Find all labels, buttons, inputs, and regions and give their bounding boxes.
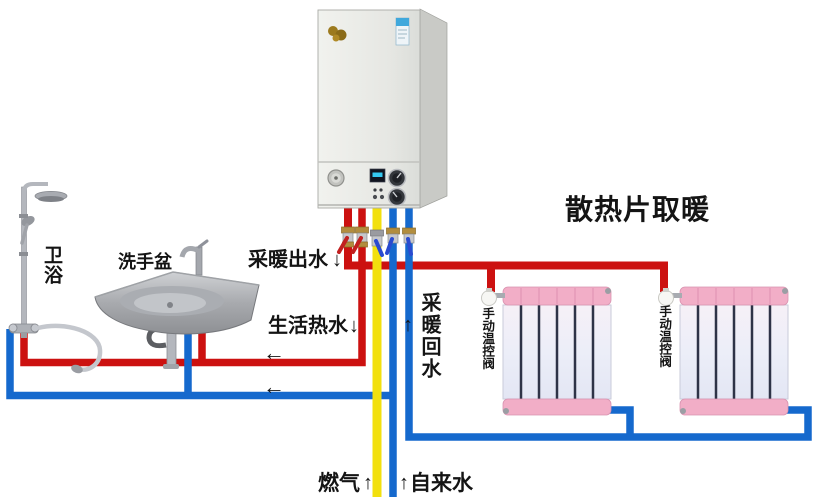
up-arrow-icon: ↑ — [363, 472, 373, 494]
boiler-valve-hot-water[interactable] — [351, 226, 369, 254]
page-title: 散热片取暖 — [565, 194, 711, 225]
label-tap-water: 自来水 — [410, 472, 473, 495]
shower-fixture — [8, 182, 103, 374]
label-basin: 洗手盆 — [118, 252, 172, 272]
radiator-2-thermostat-valve[interactable] — [658, 288, 683, 306]
down-arrow-icon: ↓ — [332, 249, 342, 271]
boiler-control-panel — [327, 168, 407, 207]
label-heating-return: 采暖回水 — [418, 292, 440, 380]
brand-logo-icon — [328, 26, 347, 42]
down-arrow-icon: ↓ — [349, 315, 359, 337]
boiler-valve-heating-supply[interactable] — [337, 226, 355, 254]
radiator-2 — [679, 286, 789, 416]
label-domestic-hot-water: 生活热水 — [268, 315, 348, 337]
shower-head-icon — [34, 190, 68, 202]
left-arrow-icon: ← — [263, 340, 285, 365]
label-gas: 燃气 — [318, 472, 360, 495]
energy-label-icon — [395, 17, 410, 46]
basin-faucet-icon[interactable] — [179, 239, 209, 276]
boiler-valve-gas[interactable] — [370, 229, 384, 257]
heating-return-pipe — [405, 204, 812, 441]
boiler-valve-heating-return[interactable] — [402, 227, 416, 256]
up-arrow-icon: ↑ — [403, 314, 413, 336]
label-bathroom: 卫浴 — [40, 245, 62, 285]
label-heating-out: 采暖出水 — [248, 249, 328, 271]
hand-shower-icon — [20, 215, 35, 245]
heating-supply-pipe — [344, 204, 668, 292]
radiator-1 — [502, 286, 612, 416]
wall-boiler — [317, 8, 448, 209]
shower-mixer-valve[interactable] — [8, 323, 40, 338]
radiator-1-thermostat-valve[interactable] — [481, 288, 506, 306]
label-manual-valve-2: 手动温控阀 — [657, 305, 672, 368]
wash-basin — [94, 239, 260, 369]
up-arrow-icon: ↑ — [399, 472, 409, 494]
label-manual-valve-1: 手动温控阀 — [480, 307, 495, 370]
boiler-valve-tap-water[interactable] — [385, 227, 400, 255]
boiler-display — [369, 168, 386, 183]
boiler-knob-top[interactable] — [387, 168, 407, 188]
left-arrow-icon: ← — [263, 374, 285, 399]
boiler-knob-bottom[interactable] — [387, 187, 407, 207]
